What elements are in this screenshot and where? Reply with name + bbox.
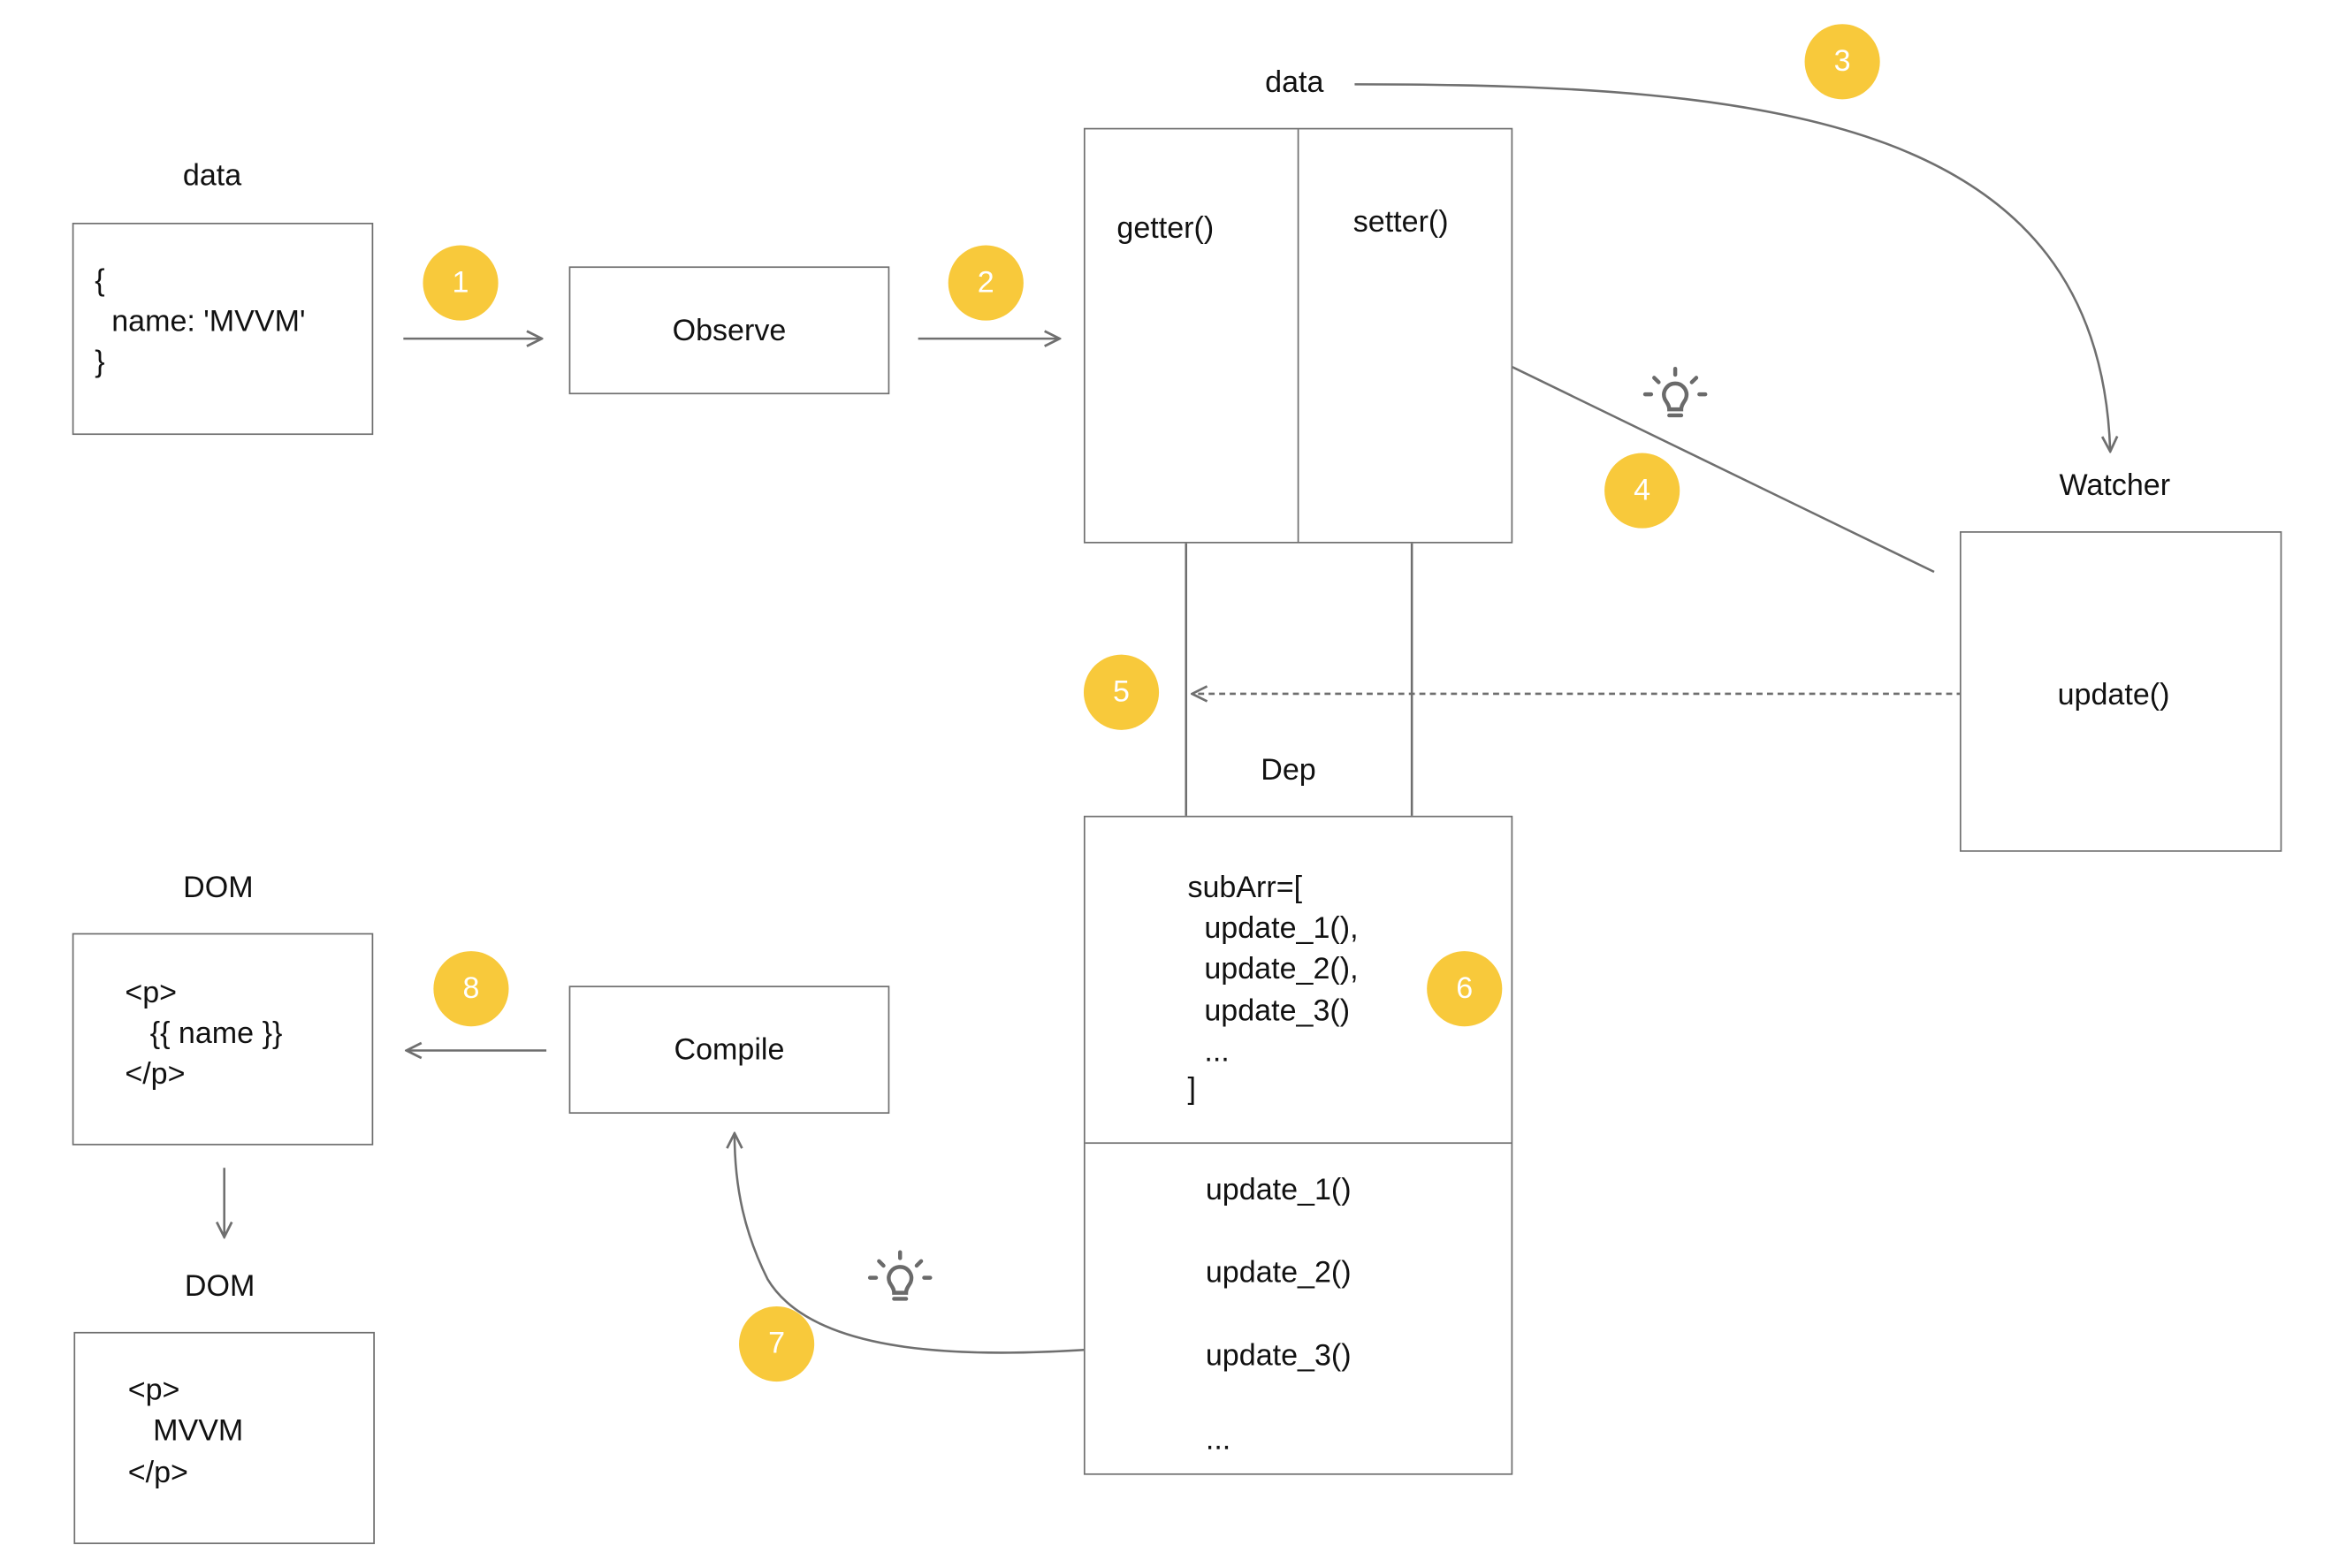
compile-box: Compile: [568, 986, 890, 1115]
dom-rendered-box: <p> MVVM </p>: [73, 1331, 375, 1544]
dom-template-line-3: </p>: [125, 1058, 186, 1092]
step-badge-1: 1: [423, 245, 499, 321]
dep-divider: [1085, 1142, 1512, 1145]
data-label: data: [182, 159, 242, 193]
setter-label: setter(): [1352, 206, 1449, 240]
dom-rendered-line-2: MVVM: [127, 1414, 244, 1449]
step-badge-8: 8: [433, 951, 509, 1027]
dom-template-line-2: {{ name }}: [125, 1017, 283, 1051]
data-line-2: name: 'MVVM': [95, 305, 306, 339]
arrow-data-to-watcher: [1354, 83, 2110, 451]
dom-label: DOM: [183, 871, 254, 905]
accessor-box: getter() setter(): [1083, 127, 1513, 544]
dom-template-line-1: <p>: [125, 977, 178, 1010]
observe-label: Observe: [672, 314, 787, 348]
dom-rendered-label: DOM: [184, 1270, 255, 1304]
getter-label: getter(): [1116, 212, 1215, 246]
data-line-3: }: [95, 346, 105, 380]
step-badge-6: 6: [1427, 951, 1503, 1027]
lightbulb-icon: [1642, 366, 1708, 418]
watcher-label: Watcher: [2059, 469, 2171, 503]
data-top-label: data: [1265, 65, 1324, 100]
arrow-update3-to-compile: [735, 1133, 1140, 1354]
subarr-line: update_1(),: [1187, 911, 1359, 946]
data-object-box: { name: 'MVVM' }: [72, 223, 374, 436]
dep-label: Dep: [1261, 754, 1316, 788]
subarr-line: update_2(),: [1187, 952, 1359, 986]
dep-list-item: ...: [1205, 1423, 1231, 1458]
subarr-line: ]: [1187, 1073, 1196, 1107]
watcher-box: update(): [1959, 531, 2282, 852]
dom-rendered-line-3: </p>: [127, 1457, 188, 1490]
subarr-line: update_3(): [1187, 994, 1351, 1028]
step-badge-7: 7: [739, 1305, 815, 1382]
step-badge-4: 4: [1604, 453, 1680, 529]
data-line-1: {: [95, 264, 105, 299]
watcher-update-label: update(): [2057, 678, 2170, 712]
lightbulb-icon: [867, 1250, 933, 1301]
step-badge-3: 3: [1804, 24, 1880, 100]
step-badge-2: 2: [948, 245, 1024, 321]
dom-template-box: <p> {{ name }} </p>: [72, 932, 374, 1146]
dep-list-item: update_3(): [1205, 1339, 1352, 1373]
accessor-divider: [1297, 129, 1299, 542]
dom-rendered-line-1: <p>: [127, 1374, 180, 1408]
observe-box: Observe: [568, 266, 890, 395]
dep-list-item: update_2(): [1205, 1256, 1352, 1290]
subarr-line: subArr=[: [1187, 871, 1303, 905]
dep-list-item: update_1(): [1205, 1174, 1352, 1207]
subarr-line: ...: [1187, 1035, 1230, 1069]
step-badge-5: 5: [1083, 654, 1160, 730]
compile-label: Compile: [674, 1033, 785, 1068]
dep-box: subArr=[ update_1(), update_2(), update_…: [1083, 815, 1513, 1475]
